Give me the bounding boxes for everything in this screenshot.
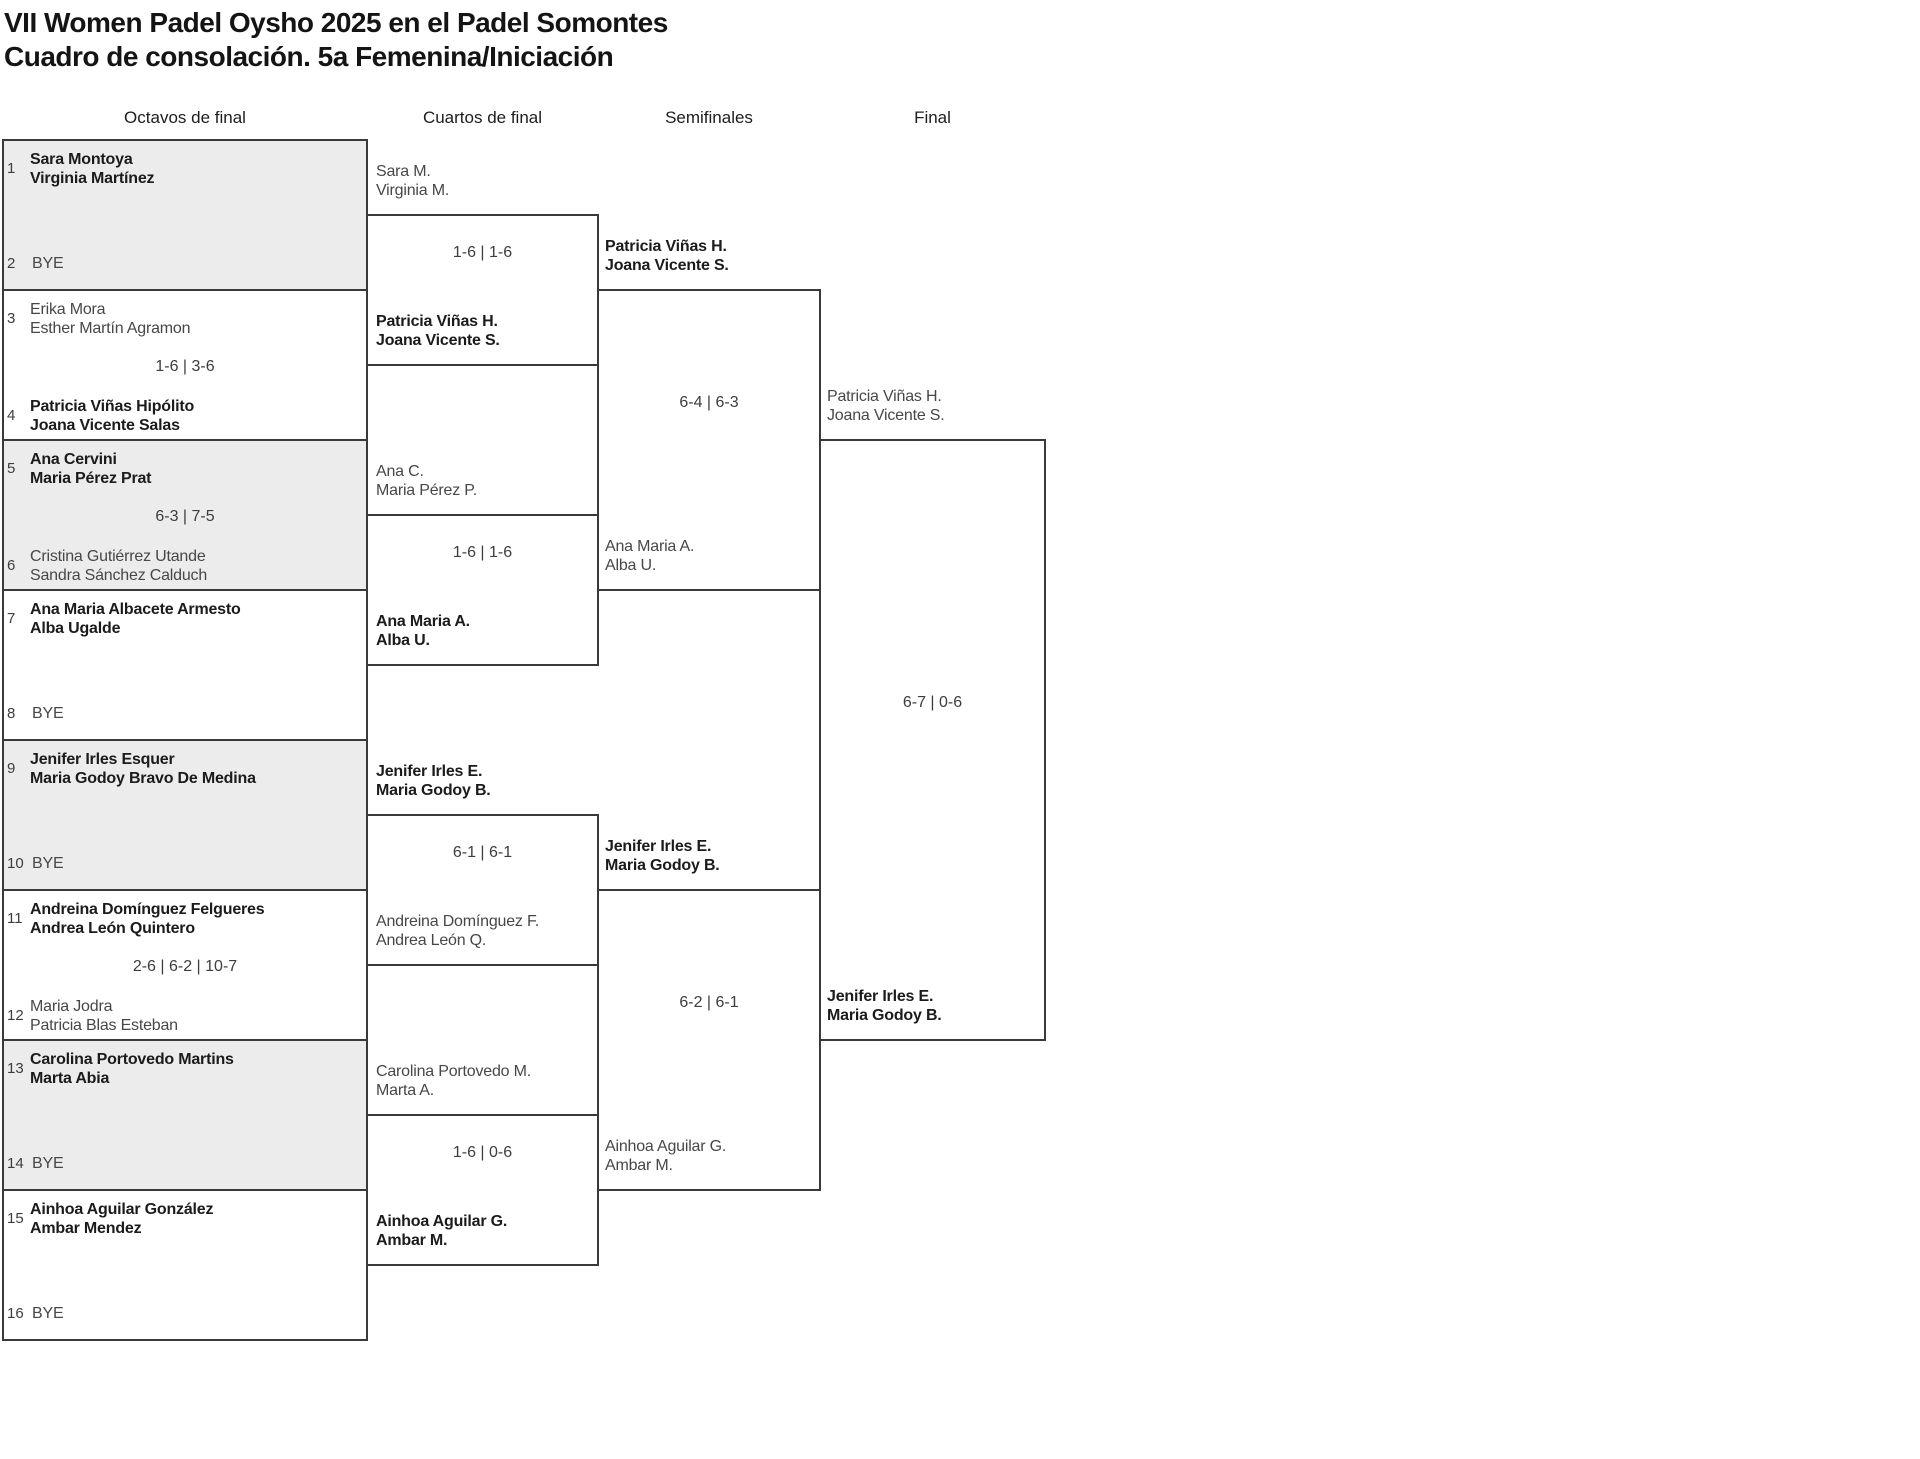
team-name: Ainhoa Aguilar González [30,1201,214,1218]
seed-number: 3 [7,310,16,327]
round-header-cuartos: Cuartos de final [422,108,543,127]
seed-number: 13 [7,1060,24,1077]
team-name: Marta Abia [30,1070,110,1087]
team-name: Ana C. [376,463,424,480]
team-name: Ana Maria A. [376,613,470,630]
team-name: Erika Mora [30,301,106,318]
team-name: Ana Maria Albacete Armesto [30,601,241,618]
match-box-octavos-3 [2,439,368,591]
seed-number: 10 [7,855,24,872]
team-name: Andreina Domínguez F. [376,913,540,930]
match-score: 2-6 | 6-2 | 10-7 [132,958,238,975]
team-name: Alba U. [605,557,657,574]
team-name: Joana Vicente S. [605,257,729,274]
bye-label: BYE [32,1155,64,1172]
seed-number: 4 [7,407,16,424]
team-name: Andreina Domínguez Felgueres [30,901,265,918]
round-header-semifinales: Semifinales [665,108,753,127]
round-header-final: Final [914,108,951,127]
team-name: Patricia Viñas H. [605,238,727,255]
team-name: Ana Maria A. [605,538,695,555]
bye-label: BYE [32,855,64,872]
team-name: Joana Vicente Salas [30,417,180,434]
team-name: Jenifer Irles Esquer [30,751,175,768]
tournament-title: VII Women Padel Oysho 2025 en el Padel S… [4,7,668,38]
seed-number: 11 [7,910,23,927]
team-name: Jenifer Irles E. [605,838,712,855]
team-name: Maria Godoy Bravo De Medina [30,770,256,787]
match-score: 1-6 | 1-6 [452,244,513,261]
team-name: Maria Godoy B. [827,1007,942,1024]
team-name: Joana Vicente S. [827,407,945,424]
match-score: 6-1 | 6-1 [452,844,513,861]
team-name: Sara M. [376,163,431,180]
seed-number: 12 [7,1007,24,1024]
team-name: Maria Pérez P. [376,482,477,499]
match-box-octavos-5 [2,739,368,891]
match-score: 6-2 | 6-1 [679,994,739,1011]
seed-number: 5 [7,460,16,477]
team-name: Sara Montoya [30,151,133,168]
team-name: Ambar M. [376,1232,448,1249]
team-name: Jenifer Irles E. [376,763,483,780]
team-name: Andrea León Q. [376,932,487,949]
match-score: 1-6 | 1-6 [452,544,513,561]
seed-number: 14 [7,1155,24,1172]
seed-number: 8 [7,705,16,722]
match-score: 6-4 | 6-3 [679,394,739,411]
match-box-octavos-7 [2,1039,368,1191]
seed-number: 16 [7,1305,24,1322]
team-name: Maria Godoy B. [605,857,720,874]
seed-number: 6 [7,557,16,574]
team-name: Joana Vicente S. [376,332,500,349]
team-name: Ainhoa Aguilar G. [605,1138,727,1155]
match-box-final [819,439,1046,1041]
seed-number: 9 [7,760,16,777]
team-name: Patricia Viñas H. [827,388,942,405]
team-name: Alba U. [376,632,430,649]
team-name: Ainhoa Aguilar G. [376,1213,508,1230]
team-name: Maria Godoy B. [376,782,491,799]
seed-number: 2 [7,255,16,272]
team-name: Patricia Blas Esteban [30,1017,178,1034]
team-name: Patricia Viñas H. [376,313,498,330]
seed-number: 15 [7,1210,24,1227]
seed-number: 1 [7,160,16,177]
match-score: 6-3 | 7-5 [155,508,215,525]
team-name: Esther Martín Agramon [30,320,191,337]
team-name: Andrea León Quintero [30,920,195,937]
team-name: Patricia Viñas Hipólito [30,398,195,415]
bye-label: BYE [32,255,64,272]
match-score: 1-6 | 0-6 [452,1144,513,1161]
round-header-octavos: Octavos de final [124,108,246,127]
team-name: Ambar M. [605,1157,673,1174]
team-name: Alba Ugalde [30,620,121,637]
bracket-subtitle: Cuadro de consolación. 5a Femenina/Inici… [4,41,614,72]
team-name: Jenifer Irles E. [827,988,934,1005]
team-name: Sandra Sánchez Calduch [30,567,208,584]
match-score: 1-6 | 3-6 [155,358,215,375]
team-name: Virginia M. [376,182,450,199]
seed-number: 7 [7,610,16,627]
bye-label: BYE [32,1305,64,1322]
team-name: Maria Jodra [30,998,113,1015]
team-name: Virginia Martínez [30,170,155,187]
team-name: Marta A. [376,1082,434,1099]
team-name: Maria Pérez Prat [30,470,152,487]
team-name: Carolina Portovedo M. [376,1063,531,1080]
team-name: Ana Cervini [30,451,117,468]
team-name: Carolina Portovedo Martins [30,1051,234,1068]
team-name: Ambar Mendez [30,1220,142,1237]
bye-label: BYE [32,705,64,722]
team-name: Cristina Gutiérrez Utande [30,548,206,565]
match-score: 6-7 | 0-6 [902,694,963,711]
match-box-octavos-1 [2,139,368,291]
